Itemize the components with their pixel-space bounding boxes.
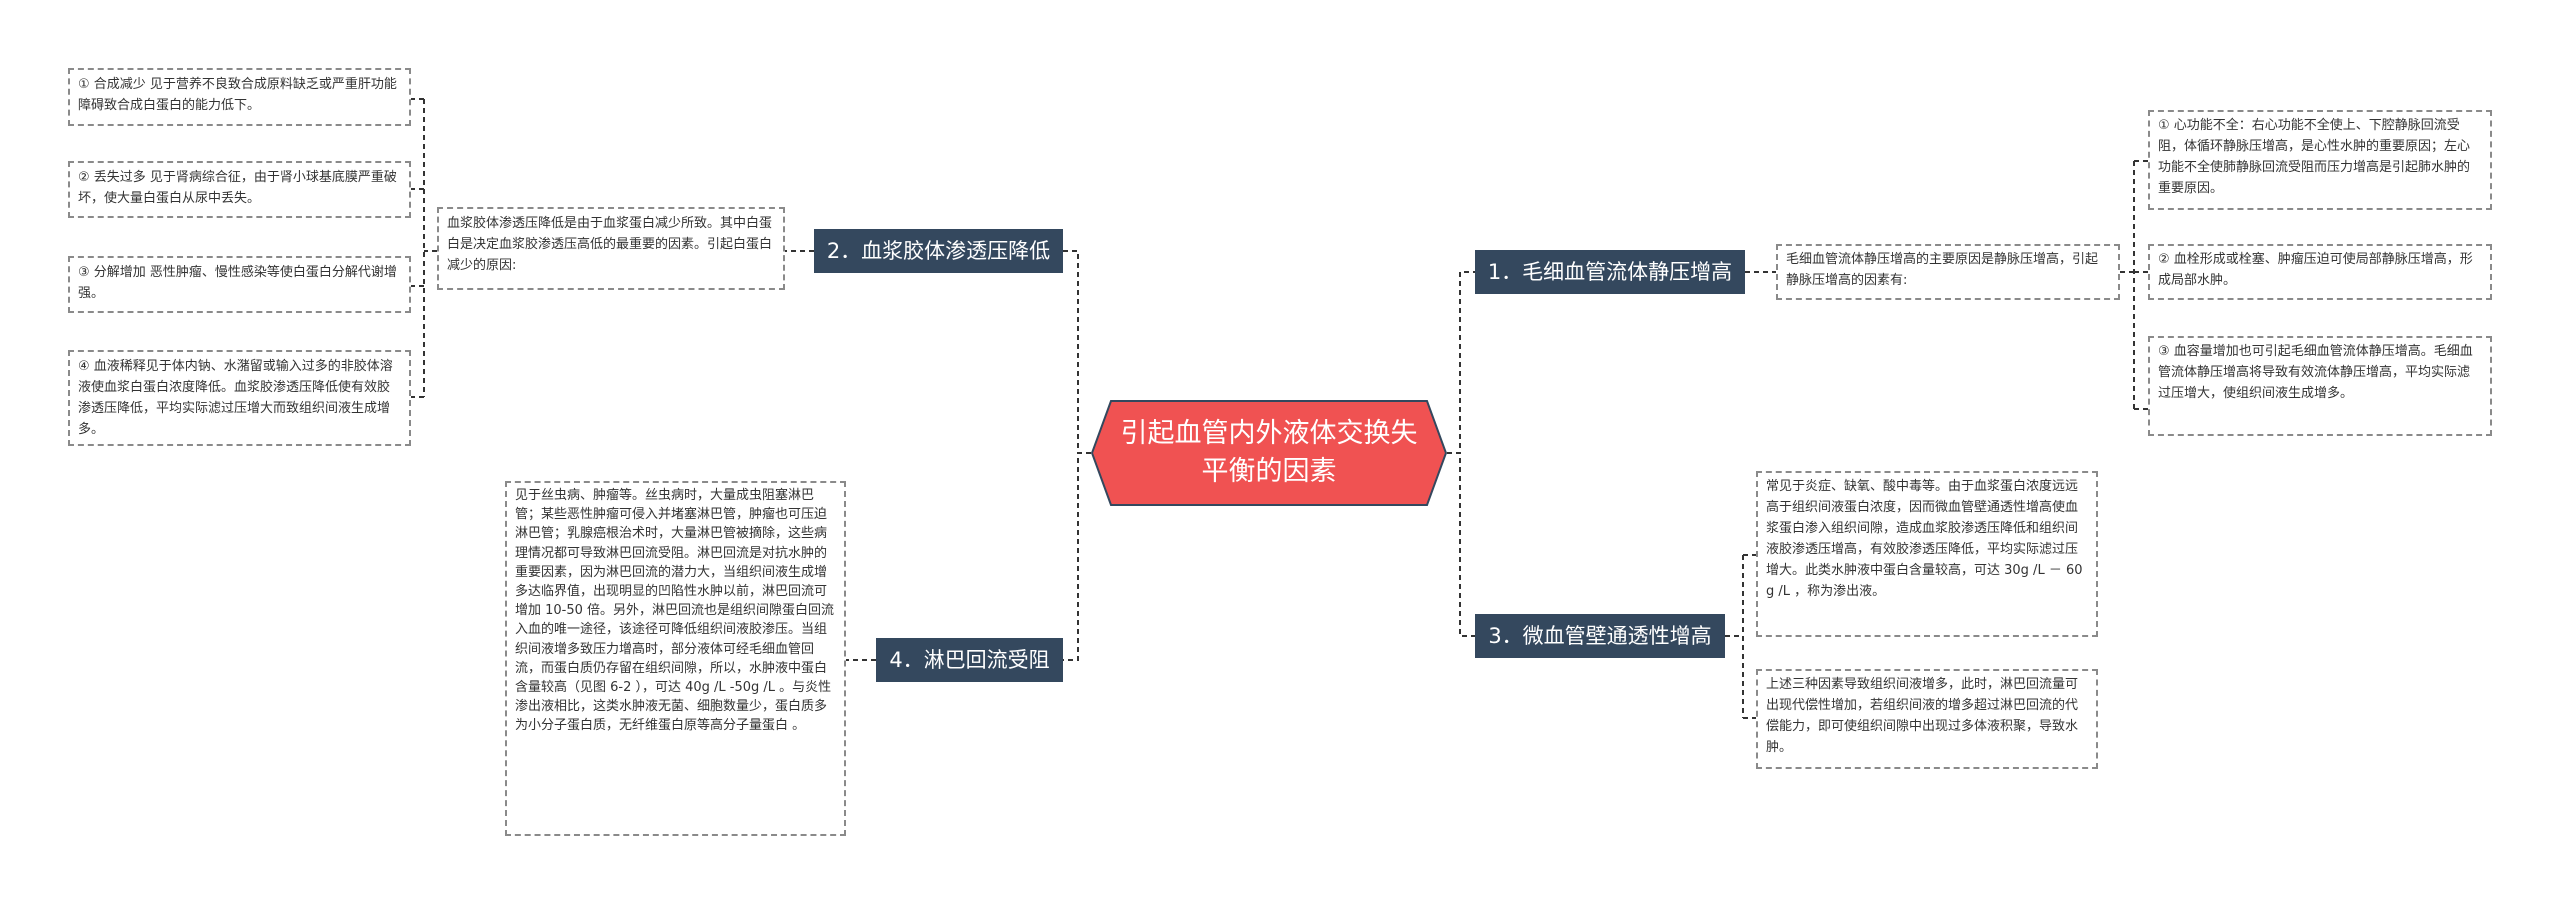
central-topic[interactable]: 引起血管内外液体交换失平衡的因素 — [1091, 400, 1447, 506]
branch-lymph-obstruction[interactable]: 4．淋巴回流受阻 — [876, 638, 1063, 682]
branch-colloid-pressure[interactable]: 2．血浆胶体渗透压降低 — [814, 229, 1063, 273]
b2-item-3: ③ 分解增加 恶性肿瘤、慢性感染等使白蛋白分解代谢增强。 — [68, 256, 411, 313]
b1-item-1: ① 心功能不全：右心功能不全使上、下腔静脉回流受阻，体循环静脉压增高，是心性水肿… — [2148, 110, 2492, 210]
branch-capillary-pressure[interactable]: 1．毛细血管流体静压增高 — [1475, 250, 1745, 294]
central-title: 引起血管内外液体交换失平衡的因素 — [1120, 418, 1418, 487]
b1-item-2: ② 血栓形成或栓塞、肿瘤压迫可使局部静脉压增高，形成局部水肿。 — [2148, 244, 2492, 300]
connector-b3-items — [1725, 554, 1756, 719]
central-shape — [1091, 400, 1447, 506]
connector-central-b3 — [1447, 452, 1475, 637]
b3-item-1: 常见于炎症、缺氧、酸中毒等。由于血浆蛋白浓度远远高于组织间液蛋白浓度，因而微血管… — [1756, 471, 2098, 637]
b1-item-3: ③ 血容量增加也可引起毛细血管流体静压增高。毛细血管流体静压增高将导致有效流体静… — [2148, 336, 2492, 436]
connector-central-b4 — [1063, 452, 1091, 661]
b2-item-4: ④ 血液稀释见于体内钠、水潴留或输入过多的非胶体溶液使血浆白蛋白浓度降低。血浆胶… — [68, 350, 411, 446]
connector-central-b1 — [1447, 271, 1475, 454]
b2-summary: 血浆胶体渗透压降低是由于血浆蛋白减少所致。其中白蛋白是决定血浆胶渗透压高低的最重… — [437, 207, 785, 290]
connector-central-b2 — [1063, 250, 1091, 454]
b2-item-2: ② 丢失过多 见于肾病综合征，由于肾小球基底膜严重破坏，使大量白蛋白从尿中丢失。 — [68, 161, 411, 218]
b3-item-2: 上述三种因素导致组织间液增多，此时，淋巴回流量可出现代偿性增加，若组织间液的增多… — [1756, 669, 2098, 769]
b2-item-1: ① 合成减少 见于营养不良致合成原料缺乏或严重肝功能障碍致合成白蛋白的能力低下。 — [68, 68, 411, 126]
branch-vessel-permeability[interactable]: 3．微血管壁通透性增高 — [1475, 614, 1725, 658]
connector-b1-items — [2120, 160, 2148, 410]
connector-b2-items — [411, 98, 437, 398]
b1-summary: 毛细血管流体静压增高的主要原因是静脉压增高，引起静脉压增高的因素有: — [1776, 244, 2120, 300]
b4-detail: 见于丝虫病、肿瘤等。丝虫病时，大量成虫阻塞淋巴管；某些恶性肿瘤可侵入并堵塞淋巴管… — [505, 481, 846, 836]
